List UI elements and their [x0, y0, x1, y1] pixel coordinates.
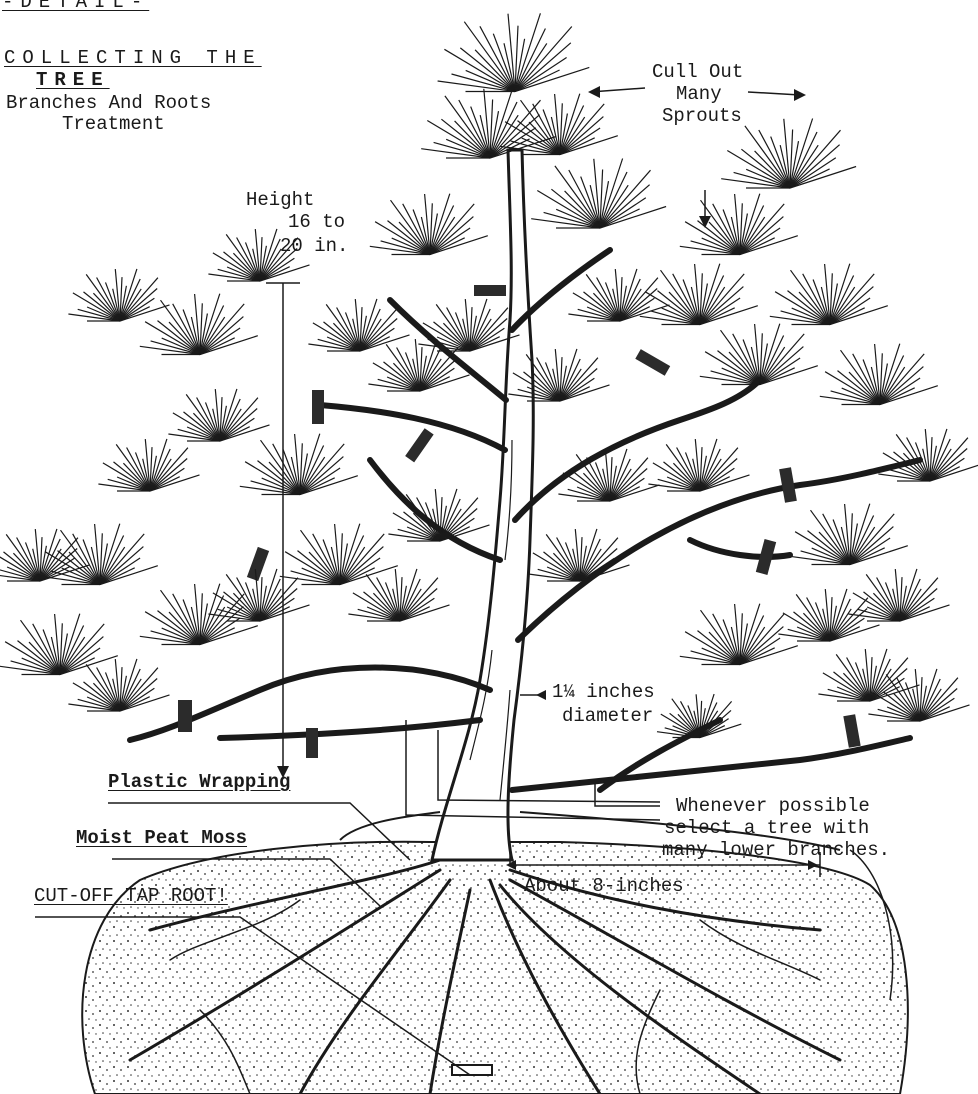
- needle-tuft: [240, 434, 358, 495]
- needle-tuft: [648, 439, 749, 491]
- moist-peat-moss-label: Moist Peat Moss: [76, 828, 247, 849]
- needle-tuft: [438, 13, 590, 91]
- select-label-line-2: select a tree with: [664, 818, 869, 839]
- needle-tuft: [820, 344, 938, 405]
- needle-tuft: [770, 264, 888, 325]
- needle-tuft: [848, 569, 949, 621]
- needle-tuft: [878, 429, 978, 481]
- cull-arrow-right-line: [748, 92, 800, 95]
- needle-tuft: [370, 194, 488, 255]
- height-label-line-2: 16 to: [288, 212, 345, 233]
- cull-label-line-2: Many: [676, 84, 722, 105]
- diameter-label-line-2: diameter: [562, 706, 653, 727]
- needle-tuft: [0, 529, 89, 581]
- page-tag: -DETAIL-: [2, 0, 149, 13]
- needle-tuft: [680, 194, 798, 255]
- trunk: [432, 150, 533, 860]
- cull-label-line-1: Cull Out: [652, 62, 743, 83]
- needle-tuft: [98, 439, 199, 491]
- needle-tuft: [68, 269, 169, 321]
- height-label-line-1: Height: [246, 190, 314, 211]
- needle-tuft: [280, 524, 398, 585]
- needle-tuft: [558, 449, 659, 501]
- needle-tuft: [0, 614, 118, 675]
- select-label-line-1: Whenever possible: [676, 796, 870, 817]
- needle-tuft: [640, 264, 758, 325]
- needle-tuft: [168, 389, 269, 441]
- needle-tuft: [657, 694, 741, 737]
- needle-tuft: [568, 269, 669, 321]
- annotation-arrowheads: [277, 86, 818, 870]
- needle-tuft: [528, 529, 629, 581]
- select-label-line-3: many lower branches.: [662, 840, 890, 861]
- diameter-label-line-1: 1¼ inches: [552, 682, 655, 703]
- needle-tuft: [700, 324, 818, 385]
- needle-tuft: [818, 649, 919, 701]
- about-8-inches-label: About 8-inches: [524, 876, 684, 897]
- needle-tuft: [721, 119, 856, 189]
- title-line-2: TREE: [36, 70, 110, 91]
- title-line-1: COLLECTING THE: [4, 48, 262, 69]
- height-label-line-3: 20 in.: [280, 236, 348, 257]
- needle-tuft: [531, 159, 666, 229]
- needle-tuft: [790, 504, 908, 565]
- subtitle-line-2: Treatment: [62, 114, 165, 135]
- subtitle-line-1: Branches And Roots: [6, 93, 211, 114]
- needle-tuft: [778, 589, 879, 641]
- plastic-wrapping-label: Plastic Wrapping: [108, 772, 290, 793]
- needle-tuft: [140, 294, 258, 355]
- cut-off-tap-root-label: CUT-OFF TAP ROOT!: [34, 886, 228, 907]
- cull-label-line-3: Sprouts: [662, 106, 742, 127]
